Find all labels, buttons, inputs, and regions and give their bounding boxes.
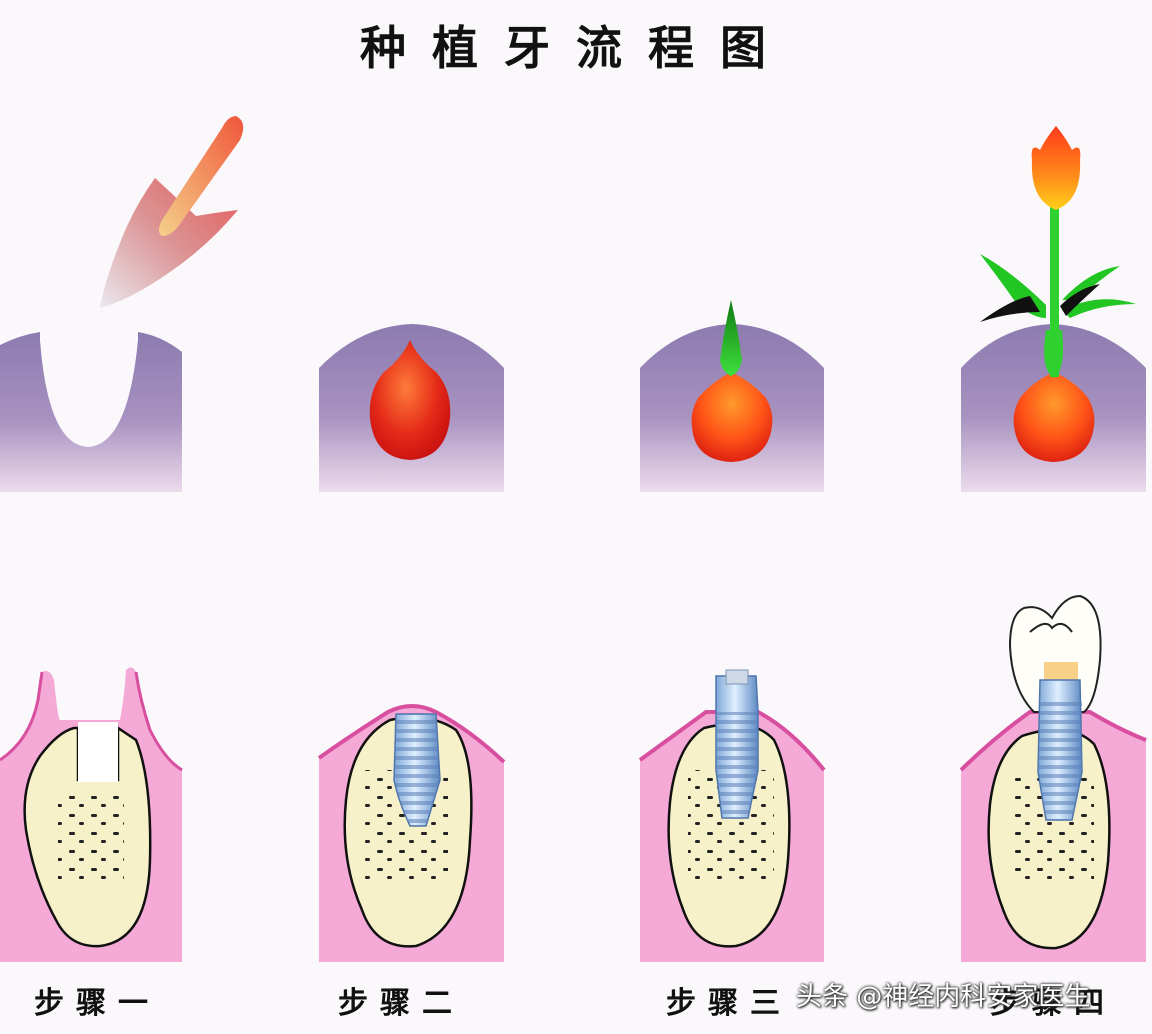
- implant-screw-3: [715, 669, 759, 819]
- sprout-seed-icon: [691, 300, 773, 462]
- implant-screw-2: [393, 713, 441, 827]
- seed-icon: [369, 340, 451, 460]
- soil-panel-1: [0, 332, 182, 492]
- watermark: 头条 @神经内科安家医生: [796, 982, 1091, 1012]
- step-4-label: 步骤四: [990, 986, 1116, 1021]
- bone-1: [23, 722, 152, 948]
- step-1-label: 步骤一: [34, 986, 160, 1021]
- implant-screw-4: [1037, 679, 1083, 821]
- tulip-icon: [980, 126, 1136, 462]
- step-3-label: 步骤三: [666, 986, 792, 1021]
- trowel-icon: [100, 116, 244, 308]
- step-2-label: 步骤二: [338, 986, 464, 1021]
- diagram-title: 种植牙流程图: [360, 21, 792, 75]
